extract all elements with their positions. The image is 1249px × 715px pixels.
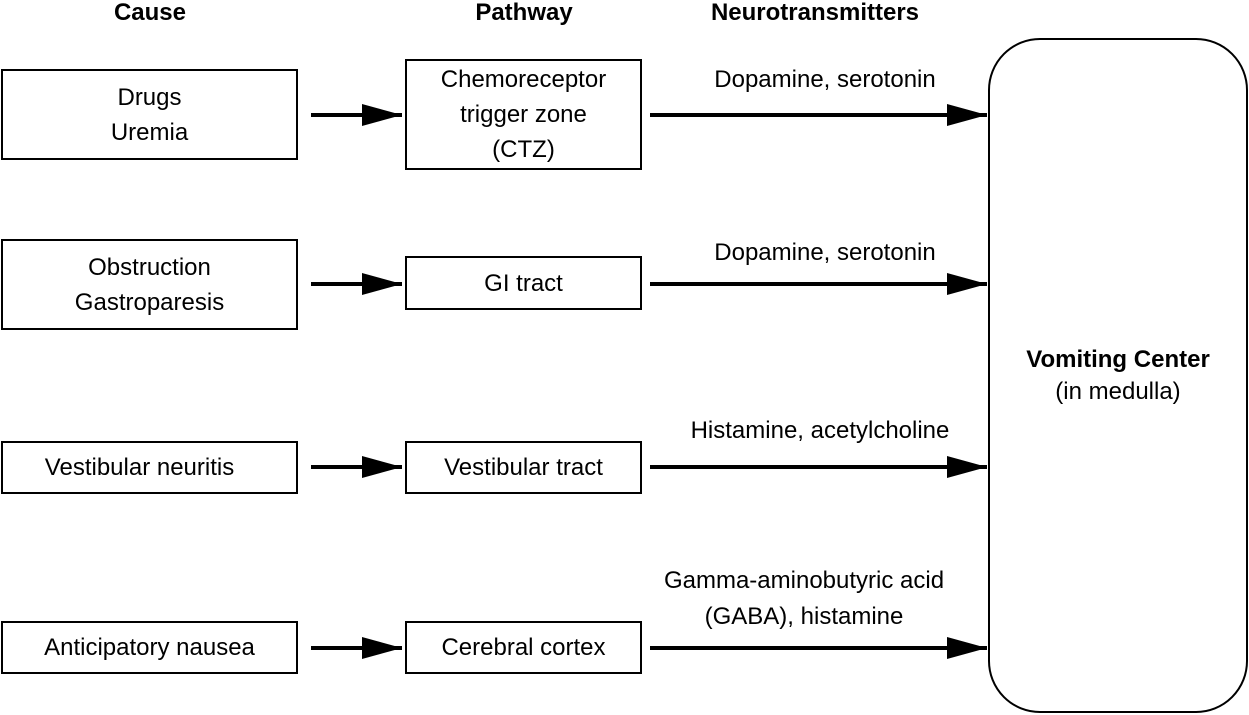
cause-label: Obstruction (88, 253, 211, 281)
pathway-label: GI tract (484, 269, 563, 297)
cause-label: Drugs (117, 83, 182, 111)
pathway-box-vestibular-tract: Vestibular tract (405, 441, 642, 494)
pathway-label: Chemoreceptor (440, 66, 607, 93)
header-pathway: Pathway (475, 0, 573, 26)
neurotransmitter-text: Histamine, acetylcholine (690, 417, 950, 444)
cause-box-drugs-uremia: Drugs Uremia (1, 69, 298, 160)
pathway-label: Cerebral cortex (441, 634, 606, 661)
pathway-label: trigger zone (460, 101, 587, 128)
pathway-box-ctz: Chemoreceptor trigger zone (CTZ) (405, 59, 642, 170)
neurotransmitter-label-2: Dopamine, serotonin (660, 235, 990, 271)
header-cause: Cause (113, 0, 187, 26)
vomiting-center-title: Vomiting Center (1026, 345, 1210, 373)
neurotransmitter-label-3: Histamine, acetylcholine (650, 413, 990, 449)
cause-label: Anticipatory nausea (44, 634, 255, 661)
cause-label: Vestibular neuritis (44, 454, 235, 481)
neurotransmitter-text: Dopamine, serotonin (714, 66, 936, 93)
neurotransmitter-text: Gamma-aminobutyric acid (663, 567, 945, 594)
vomiting-center-subtitle: (in medulla) (1055, 377, 1181, 405)
cause-box-obstruction-gastroparesis: Obstruction Gastroparesis (1, 239, 298, 330)
neurotransmitter-label-1: Dopamine, serotonin (660, 62, 990, 98)
neurotransmitter-label-4: Gamma-aminobutyric acid (GABA), histamin… (630, 563, 978, 635)
pathway-box-cerebral-cortex: Cerebral cortex (405, 621, 642, 674)
header-neurotransmitters: Neurotransmitters (710, 0, 920, 26)
vomiting-center-box: Vomiting Center (in medulla) (988, 38, 1248, 713)
cause-label: Uremia (110, 118, 189, 146)
neurotransmitter-text: Dopamine, serotonin (714, 239, 936, 266)
neurotransmitter-text: (GABA), histamine (704, 603, 904, 630)
pathway-label: Vestibular tract (444, 454, 603, 481)
cause-box-vestibular-neuritis: Vestibular neuritis (1, 441, 298, 494)
pathway-label: (CTZ) (492, 136, 555, 163)
pathway-box-gi-tract: GI tract (405, 256, 642, 310)
cause-label: Gastroparesis (74, 288, 225, 316)
cause-box-anticipatory-nausea: Anticipatory nausea (1, 621, 298, 674)
